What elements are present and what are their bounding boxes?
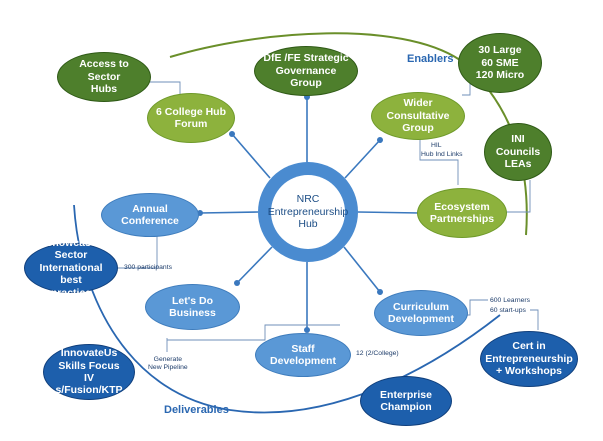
annotation-generate-pipeline: Generate New Pipeline <box>148 356 188 372</box>
node-wider-consultative[interactable]: Wider Consultative Group <box>371 92 465 140</box>
node-large-sme-micro[interactable]: 30 Large 60 SME 120 Micro <box>458 33 542 93</box>
link-startups-cert <box>530 309 539 330</box>
node-showcase-sector[interactable]: Showcase Sector International best pract… <box>24 237 118 299</box>
dot-curriculum <box>377 289 383 295</box>
dot-forum <box>229 131 235 137</box>
section-enablers: Enablers <box>407 53 454 65</box>
annotation-startups: 60 start-ups <box>490 307 526 314</box>
spoke-ecosystem <box>357 211 421 214</box>
annotation-learners: 600 Learners <box>490 297 531 304</box>
node-cert-entrepreneurship[interactable]: Cert in Entrepreneurship + Workshops <box>480 331 578 387</box>
spoke-curriculum <box>343 246 381 293</box>
node-ecosystem-partnerships[interactable]: Ecosystem Partnerships <box>417 188 507 238</box>
link-letsdo-staff <box>167 324 340 341</box>
link-wider-hil <box>419 137 459 185</box>
spoke-annual <box>199 211 259 214</box>
spoke-letsdo <box>236 246 273 284</box>
annotation-per-college: 12 (2/College) <box>356 350 399 357</box>
node-staff-development[interactable]: Staff Development <box>255 333 351 377</box>
spoke-forum <box>231 133 271 179</box>
node-access-to-sector-hubs[interactable]: Access to Sector Hubs <box>57 52 151 102</box>
dot-wider <box>377 137 383 143</box>
node-six-college-hub-forum[interactable]: 6 College Hub Forum <box>147 93 235 143</box>
link-annual-participants <box>118 232 158 269</box>
link-ecosystem-ini <box>505 180 531 213</box>
spoke-wider <box>344 139 381 179</box>
node-innovateus[interactable]: InnovateUs Skills Focus IV s/Fusion/KTP <box>43 344 135 400</box>
node-curriculum-development[interactable]: Curriculum Development <box>374 290 468 336</box>
annotation-hub-ind-links: Hub Ind Links <box>421 151 463 158</box>
node-annual-conference[interactable]: Annual Conference <box>101 193 199 237</box>
dot-staff <box>304 327 310 333</box>
central-hub[interactable]: NRC Entrepreneurship Hub <box>258 162 358 262</box>
dot-letsdo <box>234 280 240 286</box>
node-dfe-fe-strategic[interactable]: DfE /FE Strategic Governance Group <box>254 46 358 96</box>
node-enterprise-champion[interactable]: Enterprise Champion <box>360 376 452 426</box>
link-access-forum <box>150 81 181 98</box>
annotation-participants: 300 participants <box>124 264 172 271</box>
section-deliverables: Deliverables <box>164 404 229 416</box>
node-lets-do-business[interactable]: Let's Do Business <box>145 284 240 330</box>
annotation-hil: HIL <box>431 142 442 149</box>
node-ini-councils-leas[interactable]: INI Councils LEAs <box>484 123 552 181</box>
hub-label: NRC Entrepreneurship Hub <box>268 175 348 249</box>
